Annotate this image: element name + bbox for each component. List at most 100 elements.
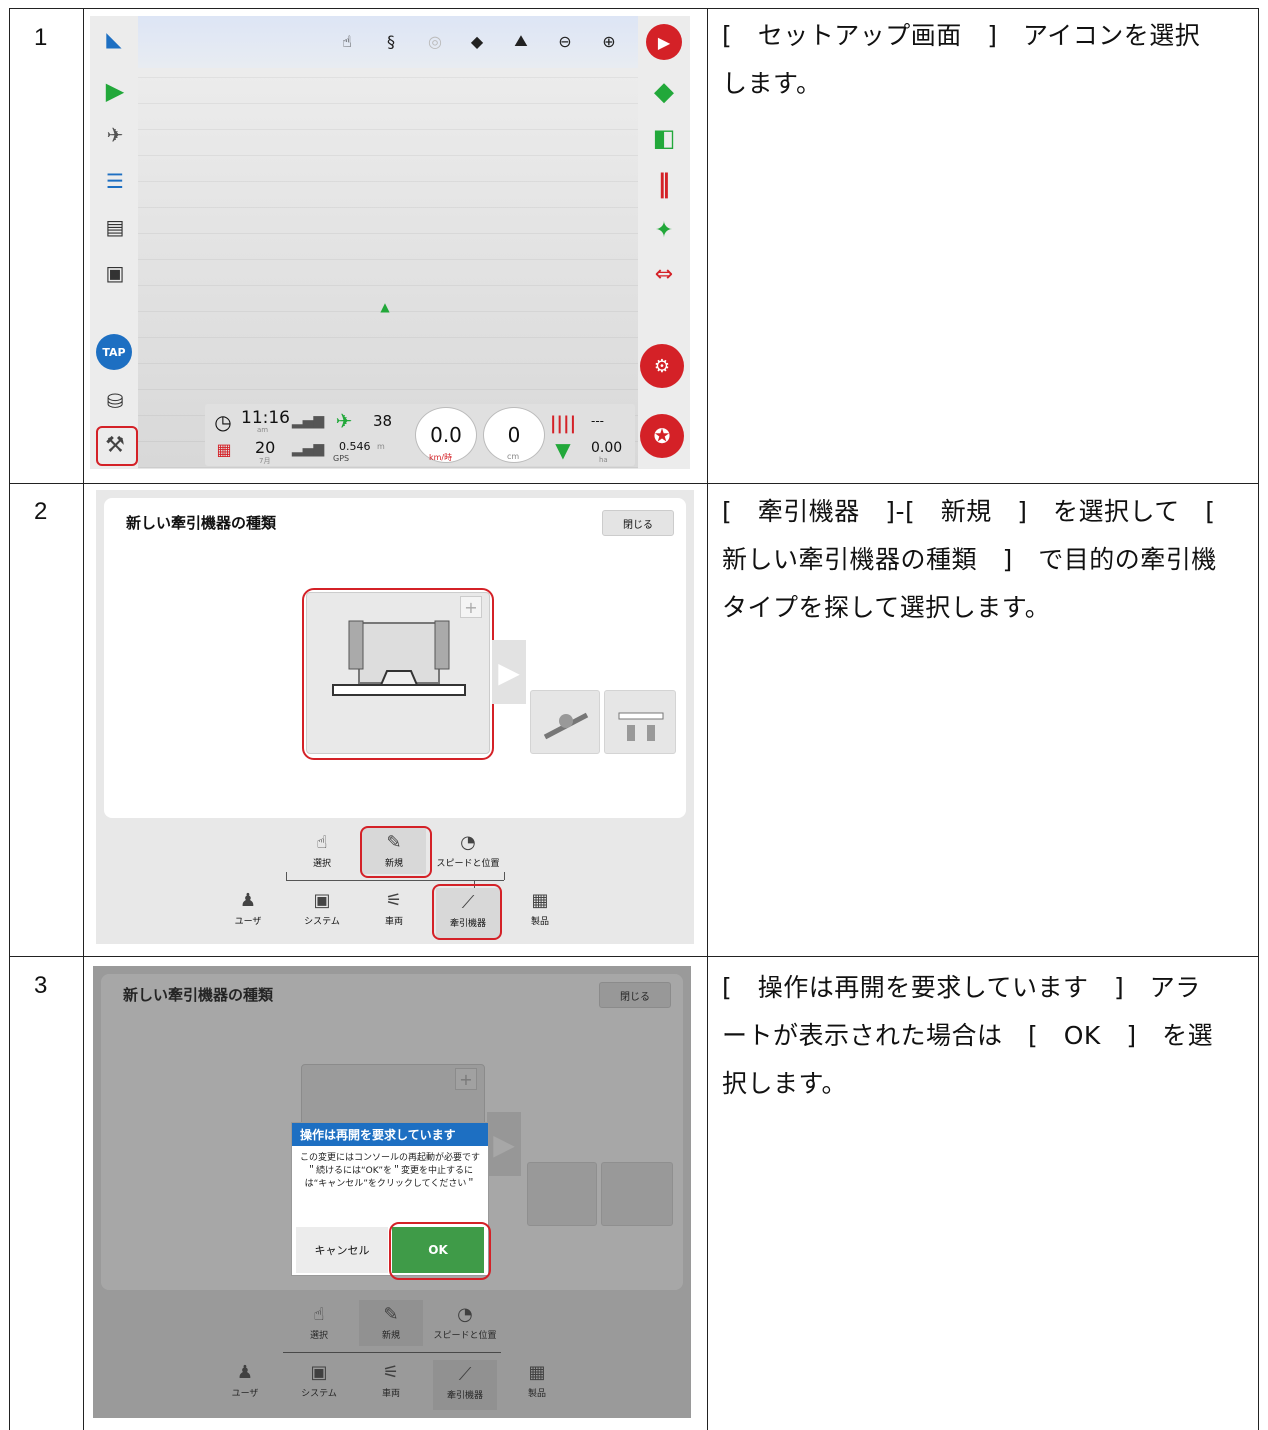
target-icon[interactable]: ◎ [428, 31, 442, 51]
implement-type-card[interactable] [604, 690, 676, 754]
nav-label: 車両 [384, 917, 403, 927]
implement-icon[interactable]: ⚙ [640, 344, 684, 388]
nav-user[interactable]: ♟ユーザ [213, 1362, 277, 1399]
layers-icon[interactable]: ◆ [470, 31, 484, 51]
tank-icon[interactable]: ⛁ [106, 389, 124, 413]
nav-label: システム [304, 917, 340, 927]
nav-speed-position[interactable]: ◔スピードと位置 [433, 1304, 497, 1341]
marker-icon[interactable]: ✦ [654, 217, 674, 243]
gps-label: GPS [333, 454, 350, 463]
nav-select[interactable]: ☝選択 [287, 1304, 351, 1341]
system-icon: ▣ [313, 890, 331, 911]
tap-icon[interactable]: TAP [96, 334, 132, 370]
area-unit: ha [599, 456, 608, 464]
close-button[interactable]: 閉じる [599, 982, 671, 1008]
product-icon: ▦ [531, 890, 549, 911]
next-arrow-icon[interactable]: ▶ [487, 1112, 521, 1176]
ok-button[interactable]: OK [392, 1227, 484, 1273]
topcon-logo-icon: ◣ [106, 27, 122, 51]
left-toolbar [90, 16, 138, 469]
zoom-out-icon[interactable]: ⊖ [558, 31, 572, 51]
nav-product[interactable]: ▦ 製品 [508, 890, 572, 927]
step-number: 3 [34, 972, 48, 999]
nav-label: 選択 [312, 859, 331, 869]
nav-vehicle[interactable]: ⚟車両 [362, 890, 426, 927]
nav-select[interactable]: ☝選択 [290, 832, 354, 869]
display-icon[interactable]: ▣ [105, 261, 125, 285]
cancel-button[interactable]: キャンセル [296, 1227, 388, 1273]
wrench-icon[interactable]: ⚒ [105, 432, 125, 458]
rear-implement-icon [618, 712, 664, 741]
vehicle-marker-icon: ▲ [380, 300, 390, 314]
signal-icon: ▂▄▆ [291, 413, 325, 429]
zoom-in-icon[interactable]: ⊕ [602, 31, 616, 51]
offset-gauge: 0 [483, 407, 545, 463]
towed-implement-icon [332, 620, 466, 696]
coverage-icon: ▼ [555, 438, 571, 462]
speed-value: 0.0 [430, 423, 462, 447]
nav-tree-line [504, 872, 505, 880]
record-icon[interactable]: ▶ [646, 24, 682, 60]
nav-label: 製品 [530, 917, 549, 927]
nav-speed-position[interactable]: ◔ スピードと位置 [436, 832, 500, 869]
nav-product[interactable]: ▦製品 [505, 1362, 569, 1399]
step-number: 2 [34, 498, 48, 525]
front-implement-icon [543, 712, 589, 740]
implement-type-card[interactable] [306, 592, 490, 754]
nav-system[interactable]: ▣システム [287, 1362, 351, 1399]
speed-unit: km/時 [429, 453, 453, 462]
implement-type-card[interactable] [601, 1162, 673, 1226]
step-number: 1 [34, 24, 48, 51]
add-icon[interactable]: + [460, 596, 482, 618]
view-icon[interactable]: ⛰ [514, 31, 528, 50]
nav-implement[interactable]: ⟋牽引機器 [436, 888, 500, 938]
implement-nav-icon: ⟋ [458, 1364, 472, 1385]
next-arrow-icon[interactable]: ▶ [492, 640, 526, 704]
nav-label: 選択 [309, 1331, 328, 1341]
nav-label: 牽引機器 [446, 1391, 483, 1401]
steering-icon[interactable]: § [387, 31, 395, 51]
gps-satellite-icon: ✈ [335, 409, 353, 433]
implement-type-card[interactable] [527, 1162, 597, 1226]
nav-implement[interactable]: ⟋ 牽引機器 [433, 1360, 497, 1410]
boom-sections-icon: |||| [549, 412, 577, 434]
row-divider [9, 483, 1259, 484]
implement-type-card[interactable] [530, 690, 600, 754]
nav-user[interactable]: ♟ユーザ [216, 890, 280, 927]
nav-new[interactable]: ✎新規 [362, 828, 426, 874]
add-icon[interactable]: + [455, 1068, 477, 1090]
nav-label: 牽引機器 [449, 919, 486, 929]
field-icon[interactable]: ◆ [654, 77, 674, 107]
speed-position-icon: ◔ [460, 832, 476, 853]
nav-label: システム [301, 1389, 337, 1399]
nav-label: 製品 [527, 1389, 546, 1399]
nav-label: 新規 [384, 859, 403, 869]
guidance-lines-icon[interactable]: ‖ [657, 169, 671, 199]
nav-label: ユーザ [234, 917, 262, 927]
time-value: 11:16 [241, 408, 290, 428]
nav-label: スピードと位置 [436, 859, 500, 869]
touch-icon[interactable]: ☝ [342, 31, 352, 51]
shift-icon[interactable]: ⇔ [654, 261, 674, 287]
new-icon: ✎ [383, 1304, 399, 1325]
nav-new[interactable]: ✎新規 [359, 1300, 423, 1346]
nav-vehicle[interactable]: ⚟車両 [359, 1362, 423, 1399]
user-icon: ♟ [236, 1362, 254, 1383]
nav-tree-line [286, 872, 287, 880]
nav-system[interactable]: ▣ システム [290, 890, 354, 927]
new-implement-screen: 新しい牽引機器の種類 閉じる + ▶ ☝選択 ✎新規 ◔スピードと位置 ♟ユーザ [96, 490, 694, 944]
offset-unit: cm [507, 452, 520, 461]
lightbar-icon[interactable]: ☰ [106, 169, 124, 193]
list-icon[interactable]: ▤ [105, 215, 125, 239]
column-divider [707, 8, 708, 1430]
boundary-icon[interactable]: ◧ [652, 124, 676, 152]
restart-alert-screen: 新しい牽引機器の種類 閉じる + ▶ ☝選択 ✎新規 ◔スピードと位置 ♟ユーザ… [93, 966, 691, 1418]
satellite-count: 38 [373, 412, 393, 430]
column-divider [83, 8, 84, 1430]
satellite-icon[interactable]: ✈ [106, 123, 124, 147]
nav-label: スピードと位置 [433, 1331, 497, 1341]
close-button[interactable]: 閉じる [602, 510, 674, 536]
guidance-arrow-icon[interactable]: ▶ [105, 77, 125, 105]
auto-steer-icon[interactable]: ✪ [640, 414, 684, 458]
highlight-frame [302, 588, 494, 760]
